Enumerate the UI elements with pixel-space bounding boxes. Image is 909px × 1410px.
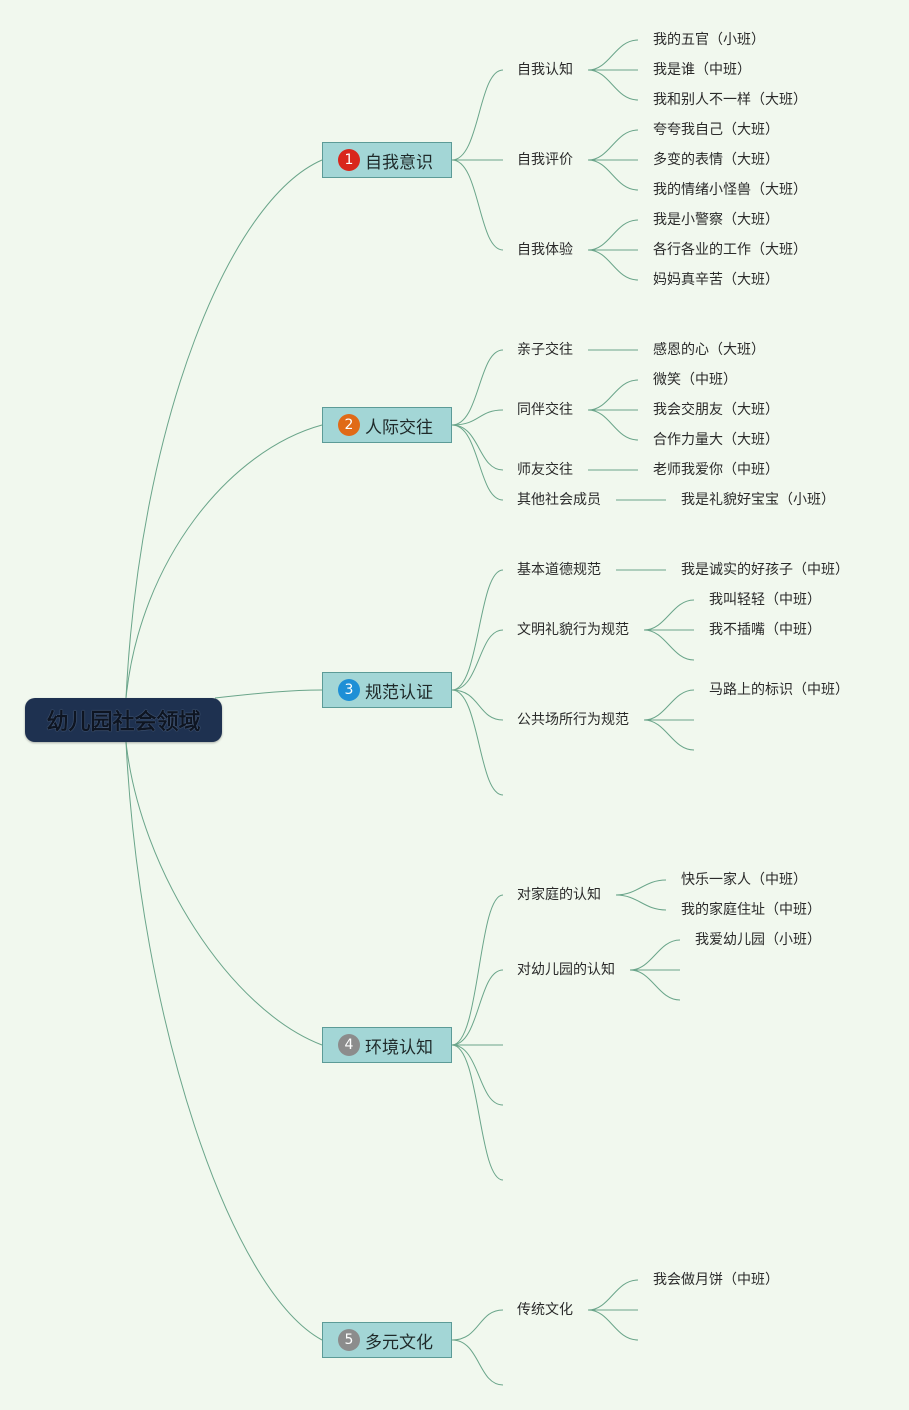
number-badge-4: 4 xyxy=(338,1034,360,1056)
category-label: 多元文化 xyxy=(365,1332,433,1353)
leaf-node[interactable]: 我不插嘴（中班） xyxy=(709,622,821,638)
leaf-node[interactable]: 我的家庭住址（中班） xyxy=(681,902,821,918)
subtopic-node[interactable]: 传统文化 xyxy=(517,1302,573,1318)
subtopic-node[interactable]: 自我评价 xyxy=(517,152,573,168)
leaf-node[interactable]: 我是诚实的好孩子（中班） xyxy=(681,562,849,578)
category-self-awareness[interactable]: 1 自我意识 xyxy=(322,142,452,178)
leaf-node[interactable]: 我会做月饼（中班） xyxy=(653,1272,779,1288)
category-label: 规范认证 xyxy=(365,682,433,703)
subtopic-node[interactable]: 其他社会成员 xyxy=(517,492,601,508)
leaf-node[interactable]: 老师我爱你（中班） xyxy=(653,462,779,478)
subtopic-node[interactable]: 公共场所行为规范 xyxy=(517,712,629,728)
leaf-node[interactable]: 微笑（中班） xyxy=(653,372,737,388)
subtopic-node[interactable]: 亲子交往 xyxy=(517,342,573,358)
subtopic-node[interactable]: 师友交往 xyxy=(517,462,573,478)
leaf-node[interactable]: 感恩的心（大班） xyxy=(653,342,765,358)
leaf-node[interactable]: 夸夸我自己（大班） xyxy=(653,122,779,138)
root-title: 幼儿园社会领域 xyxy=(46,710,201,735)
category-label: 人际交往 xyxy=(365,417,433,438)
leaf-node[interactable]: 合作力量大（大班） xyxy=(653,432,779,448)
leaf-node[interactable]: 我爱幼儿园（小班） xyxy=(695,932,821,948)
leaf-node[interactable]: 我是谁（中班） xyxy=(653,62,751,78)
subtopic-node[interactable]: 对家庭的认知 xyxy=(517,887,601,903)
leaf-node[interactable]: 我是小警察（大班） xyxy=(653,212,779,228)
root-node[interactable]: 幼儿园社会领域 xyxy=(25,698,222,742)
leaf-node[interactable]: 各行各业的工作（大班） xyxy=(653,242,807,258)
number-badge-1: 1 xyxy=(338,149,360,171)
subtopic-node[interactable]: 文明礼貌行为规范 xyxy=(517,622,629,638)
subtopic-node[interactable]: 自我认知 xyxy=(517,62,573,78)
number-badge-5: 5 xyxy=(338,1329,360,1351)
leaf-node[interactable]: 快乐一家人（中班） xyxy=(681,872,807,888)
leaf-node[interactable]: 我的五官（小班） xyxy=(653,32,765,48)
subtopic-node[interactable]: 基本道德规范 xyxy=(517,562,601,578)
category-interpersonal[interactable]: 2 人际交往 xyxy=(322,407,452,443)
leaf-node[interactable]: 妈妈真辛苦（大班） xyxy=(653,272,779,288)
leaf-node[interactable]: 马路上的标识（中班） xyxy=(709,682,849,698)
number-badge-2: 2 xyxy=(338,414,360,436)
category-environment[interactable]: 4 环境认知 xyxy=(322,1027,452,1063)
category-label: 环境认知 xyxy=(365,1037,433,1058)
subtopic-node[interactable]: 同伴交往 xyxy=(517,402,573,418)
leaf-node[interactable]: 我叫轻轻（中班） xyxy=(709,592,821,608)
number-badge-3: 3 xyxy=(338,679,360,701)
leaf-node[interactable]: 我的情绪小怪兽（大班） xyxy=(653,182,807,198)
subtopic-node[interactable]: 自我体验 xyxy=(517,242,573,258)
category-label: 自我意识 xyxy=(365,152,433,173)
category-culture[interactable]: 5 多元文化 xyxy=(322,1322,452,1358)
category-norms[interactable]: 3 规范认证 xyxy=(322,672,452,708)
leaf-node[interactable]: 我和别人不一样（大班） xyxy=(653,92,807,108)
leaf-node[interactable]: 我会交朋友（大班） xyxy=(653,402,779,418)
subtopic-node[interactable]: 对幼儿园的认知 xyxy=(517,962,615,978)
leaf-node[interactable]: 我是礼貌好宝宝（小班） xyxy=(681,492,835,508)
leaf-node[interactable]: 多变的表情（大班） xyxy=(653,152,779,168)
